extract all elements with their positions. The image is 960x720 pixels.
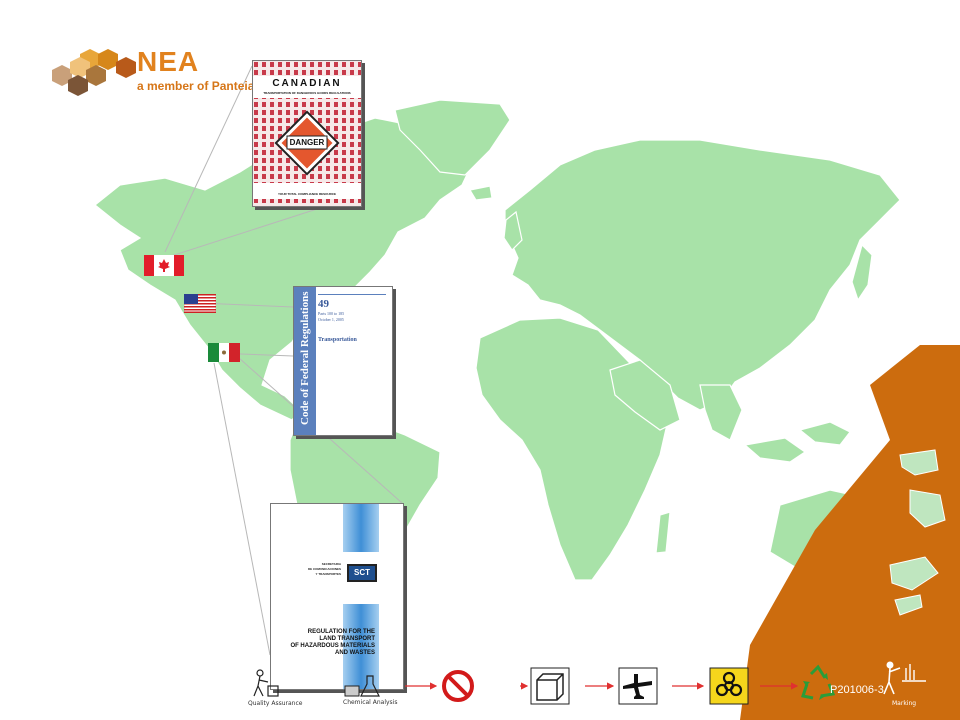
usa-doc-spine: Code of Federal Regulations bbox=[299, 291, 311, 425]
eurasia-landmass bbox=[504, 139, 901, 411]
nea-logo-mark bbox=[52, 49, 136, 96]
slide-code: P201006-3 bbox=[830, 684, 884, 696]
mexico-flag bbox=[208, 343, 240, 362]
usa-doc-volume: 49 bbox=[318, 298, 329, 310]
chemical-analysis-caption: Chemical Analysis bbox=[343, 699, 398, 706]
quality-assurance-icon bbox=[253, 669, 279, 697]
marking-caption: Marking bbox=[892, 700, 917, 707]
usa-flag bbox=[184, 294, 216, 313]
usa-doc-title: Transportation bbox=[318, 337, 357, 343]
danger-sign-label: DANGER bbox=[289, 138, 325, 147]
quality-assurance-caption: Quality Assurance bbox=[248, 700, 303, 707]
canada-doc-title: CANADIAN bbox=[272, 78, 342, 89]
package-box-icon bbox=[530, 667, 570, 705]
logo-subtitle: a member of Panteia bbox=[137, 79, 255, 93]
mexico-doc-title-1: REGULATION FOR THE bbox=[307, 629, 375, 635]
marking-icon bbox=[883, 661, 926, 695]
mexico-doc-title-2: LAND TRANSPORT bbox=[319, 636, 375, 642]
usa-doc-parts: Parts 100 to 185 bbox=[318, 311, 345, 316]
canada-doc-footer: YOUR TOTAL COMPLIANCE RESOURCE bbox=[277, 192, 336, 196]
sct-logo: SCT bbox=[347, 564, 377, 582]
mexico-agency-line2: DE COMUNICACIONES bbox=[307, 567, 341, 571]
usa-regulation-document: Code of Federal Regulations 49 Parts 100… bbox=[293, 286, 393, 436]
mexico-doc-title-3: OF HAZARDOUS MATERIALS bbox=[290, 643, 375, 649]
canada-doc-subtitle: TRANSPORTATION OF DANGEROUS GOODS REGULA… bbox=[263, 91, 351, 95]
canada-flag bbox=[144, 255, 184, 276]
airplane-icon bbox=[618, 667, 658, 705]
canada-regulation-document: CANADIAN TRANSPORTATION OF DANGEROUS GOO… bbox=[252, 60, 362, 207]
biohazard-icon bbox=[709, 667, 749, 705]
mexico-agency-line1: SECRETARIA bbox=[321, 562, 341, 566]
mexico-agency-line3: Y TRANSPORTES bbox=[315, 572, 341, 576]
mexico-regulation-document: SECRETARIA DE COMUNICACIONES Y TRANSPORT… bbox=[270, 503, 404, 690]
process-arrows bbox=[405, 682, 799, 690]
chemical-analysis-icon bbox=[344, 675, 380, 697]
prohibited-icon bbox=[442, 670, 474, 702]
greenland-landmass bbox=[394, 99, 511, 176]
mexico-doc-title-4: AND WASTES bbox=[334, 650, 375, 656]
recycle-icon bbox=[801, 664, 836, 700]
accent-shape bbox=[740, 345, 960, 720]
logo-title: NEA bbox=[137, 46, 200, 77]
usa-doc-date: October 1, 2005 bbox=[318, 317, 344, 322]
